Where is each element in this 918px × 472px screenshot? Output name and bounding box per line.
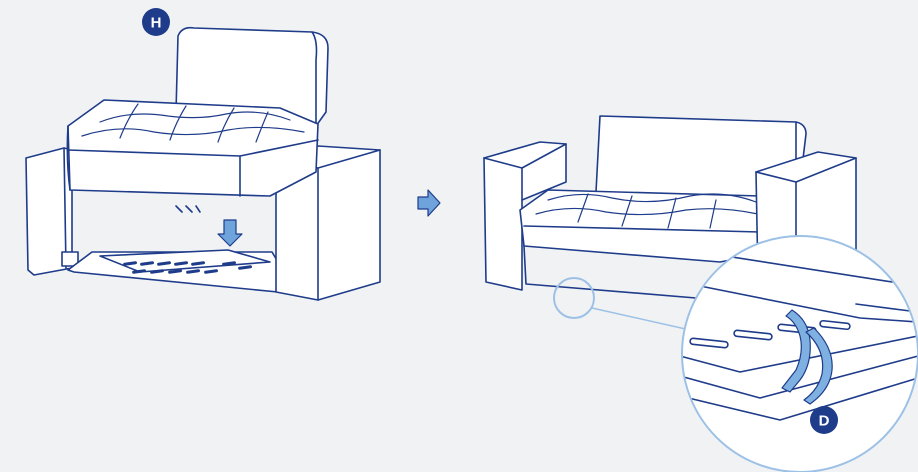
step-badge-d: D <box>810 406 838 434</box>
sofa-left-armrest <box>483 141 567 291</box>
fastening-strap <box>781 309 833 405</box>
sofa-assembled: D <box>483 115 918 472</box>
zoom-detail <box>681 235 918 472</box>
badge-h-label: H <box>151 15 162 32</box>
base-platform <box>67 249 279 293</box>
badge-d-label: D <box>819 413 830 430</box>
sofa-seat <box>519 189 763 301</box>
seat-cushion <box>66 99 319 197</box>
seat-feet <box>175 205 201 213</box>
armchair-assembly: H <box>25 8 381 301</box>
platform-slots <box>123 261 253 274</box>
arrow-down-icon <box>217 219 243 247</box>
step-badge-h: H <box>142 8 170 36</box>
backrest <box>175 26 329 127</box>
arrow-right-icon <box>417 189 441 217</box>
detail-callout <box>553 277 691 331</box>
